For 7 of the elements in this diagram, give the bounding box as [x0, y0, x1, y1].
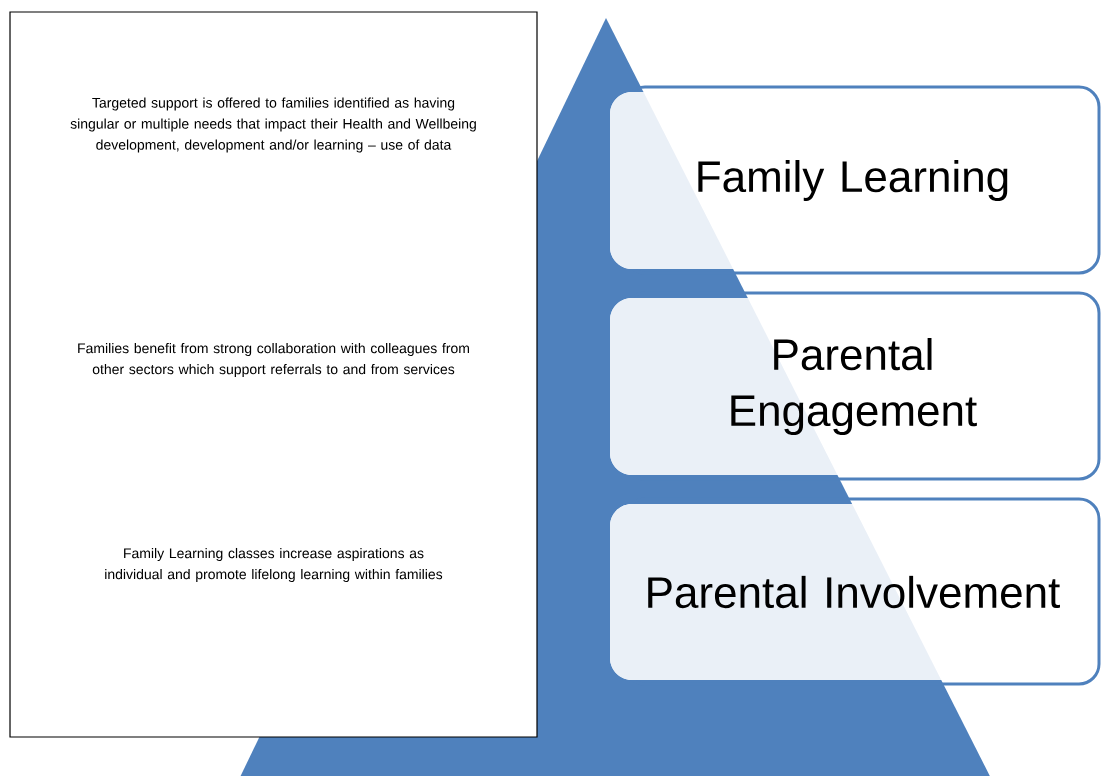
- paragraph: Family Learning classes increase aspirations as individual and promote lifelong learning within families: [105, 547, 443, 582]
- rounded-box: Parental Engagement: [610, 291, 1101, 481]
- rounded-box: Family Learning: [610, 85, 1101, 275]
- paragraph: Families benefit from strong collaboration with colleagues from other sectors which support referrals to and from services: [78, 342, 469, 377]
- rounded-box: Parental Involvement: [610, 497, 1101, 686]
- text-panel: [9, 11, 538, 738]
- paragraph: Targeted support is offered to families identified as having singular or multiple needs that impact their Health and Wellbeing development, development and/or learning – use of data: [70, 97, 476, 153]
